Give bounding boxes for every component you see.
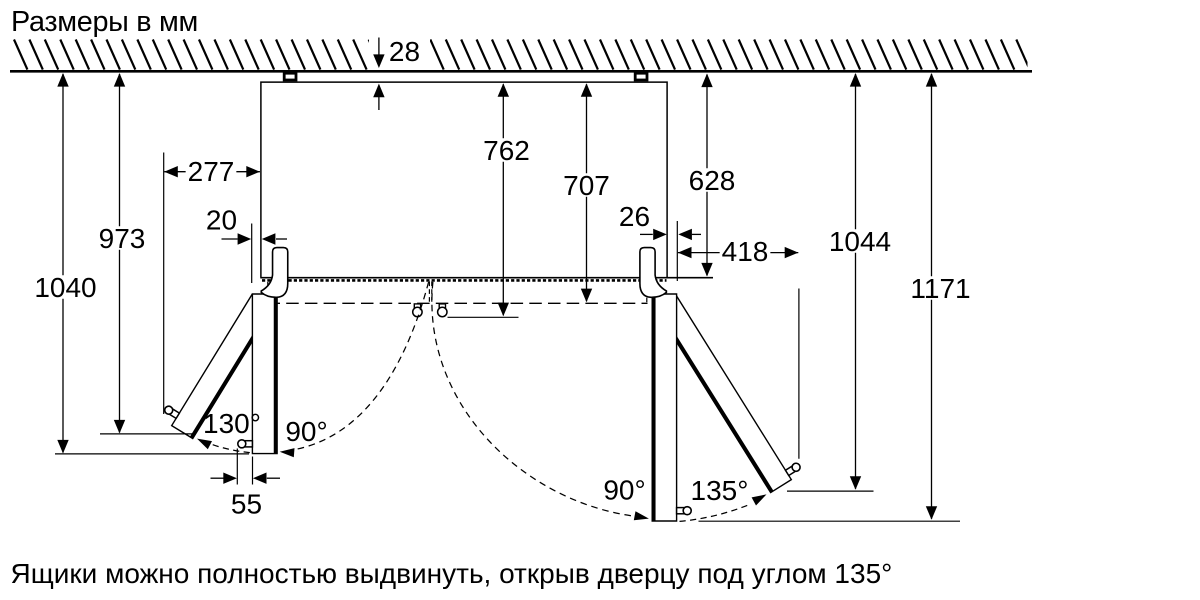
- svg-text:135°: 135°: [691, 475, 749, 506]
- svg-text:973: 973: [99, 223, 146, 254]
- svg-text:Размеры в мм: Размеры в мм: [11, 6, 198, 38]
- svg-text:707: 707: [563, 170, 610, 201]
- svg-text:277: 277: [188, 156, 235, 187]
- svg-text:1171: 1171: [910, 273, 970, 304]
- svg-text:628: 628: [689, 165, 736, 196]
- svg-text:20: 20: [206, 205, 237, 236]
- svg-text:1044: 1044: [829, 226, 891, 257]
- svg-text:Ящики можно полностью выдвинут: Ящики можно полностью выдвинуть, открыв …: [11, 558, 893, 589]
- svg-text:130°: 130°: [203, 408, 261, 439]
- svg-text:90°: 90°: [285, 416, 327, 447]
- svg-text:762: 762: [483, 135, 530, 166]
- svg-text:1040: 1040: [34, 272, 96, 303]
- svg-text:418: 418: [722, 236, 769, 267]
- svg-text:90°: 90°: [603, 475, 645, 506]
- svg-text:28: 28: [389, 36, 420, 67]
- svg-text:26: 26: [619, 201, 650, 232]
- svg-text:55: 55: [231, 489, 262, 520]
